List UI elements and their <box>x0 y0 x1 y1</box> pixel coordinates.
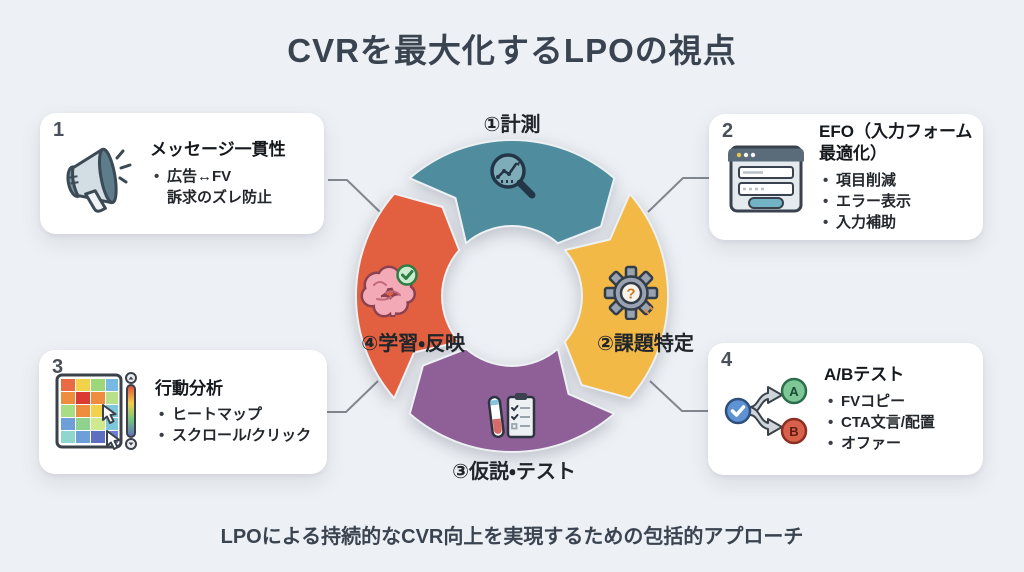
brain-check-icon <box>360 262 420 327</box>
page-footer: LPOによる持続的なCVR向上を実現するための包括的アプローチ <box>220 526 804 548</box>
cycle-label-issue: ②課題特定 <box>597 333 694 355</box>
card-number: 1 <box>53 119 65 141</box>
cycle-label-measure: ①計測 <box>483 114 541 136</box>
cycle-label-learn: ④学習・反映 <box>361 333 465 355</box>
bullet-item: エラー表示 <box>821 191 972 212</box>
card-number: 4 <box>721 349 733 371</box>
form-window-icon <box>723 135 809 228</box>
bullet-item: FVコピー <box>826 391 935 412</box>
card-message-consistency: 1 メッセージ一貫性 <box>40 113 324 234</box>
card-behavior-analysis: 3 <box>39 350 327 474</box>
card-title: メッセージ一貫性 <box>150 140 286 160</box>
page-title: CVRを最大化するLPOの視点 <box>287 32 737 69</box>
ab-split-icon: A B <box>722 369 814 458</box>
card-number: 3 <box>52 356 64 378</box>
card-title: 行動分析 <box>155 378 223 398</box>
card-bullet-list: FVコピーCTA文言/配置オファー <box>826 391 935 454</box>
svg-text:B: B <box>789 424 798 439</box>
card-title: EFO（入力フォーム 最適化） <box>819 122 973 163</box>
connector-card3 <box>327 380 379 413</box>
connector-card1 <box>328 179 381 213</box>
bullet-item: CTA文言/配置 <box>826 412 935 433</box>
magnifier-chart-icon <box>485 149 541 210</box>
testtube-checklist-icon <box>482 389 538 450</box>
svg-text:A: A <box>789 384 799 399</box>
megaphone-icon <box>54 132 140 223</box>
card-efo: 2 EFO（入力フォーム 最適化） 項目削減エラー表示入力補助 <box>709 114 983 240</box>
segment-measure <box>408 138 616 245</box>
card-number: 2 <box>722 120 734 142</box>
heatmap-icon <box>53 369 145 464</box>
gear-question-icon: ? <box>603 264 659 325</box>
card-title: A/Bテスト <box>824 365 905 385</box>
bullet-item: 広告↔FV 訴求のズレ防止 <box>152 166 286 208</box>
bullet-item: オファー <box>826 433 935 454</box>
svg-text:?: ? <box>626 286 635 303</box>
card-bullet-list: ヒートマップスクロール/クリック <box>157 404 311 446</box>
bullet-item: スクロール/クリック <box>157 425 311 446</box>
cycle-label-hypothesis: ③仮説・テスト <box>452 461 576 483</box>
card-bullet-list: 項目削減エラー表示入力補助 <box>821 170 972 233</box>
card-bullet-list: 広告↔FV 訴求のズレ防止 <box>152 166 286 208</box>
connector-card4 <box>649 380 708 412</box>
bullet-item: ヒートマップ <box>157 404 311 425</box>
card-ab-test: 4 A B A/Bテスト FVコピーCTA文言/配置オファー <box>708 343 983 475</box>
bullet-item: 項目削減 <box>821 170 972 191</box>
connector-card2 <box>647 177 709 213</box>
bullet-item: 入力補助 <box>821 212 972 233</box>
